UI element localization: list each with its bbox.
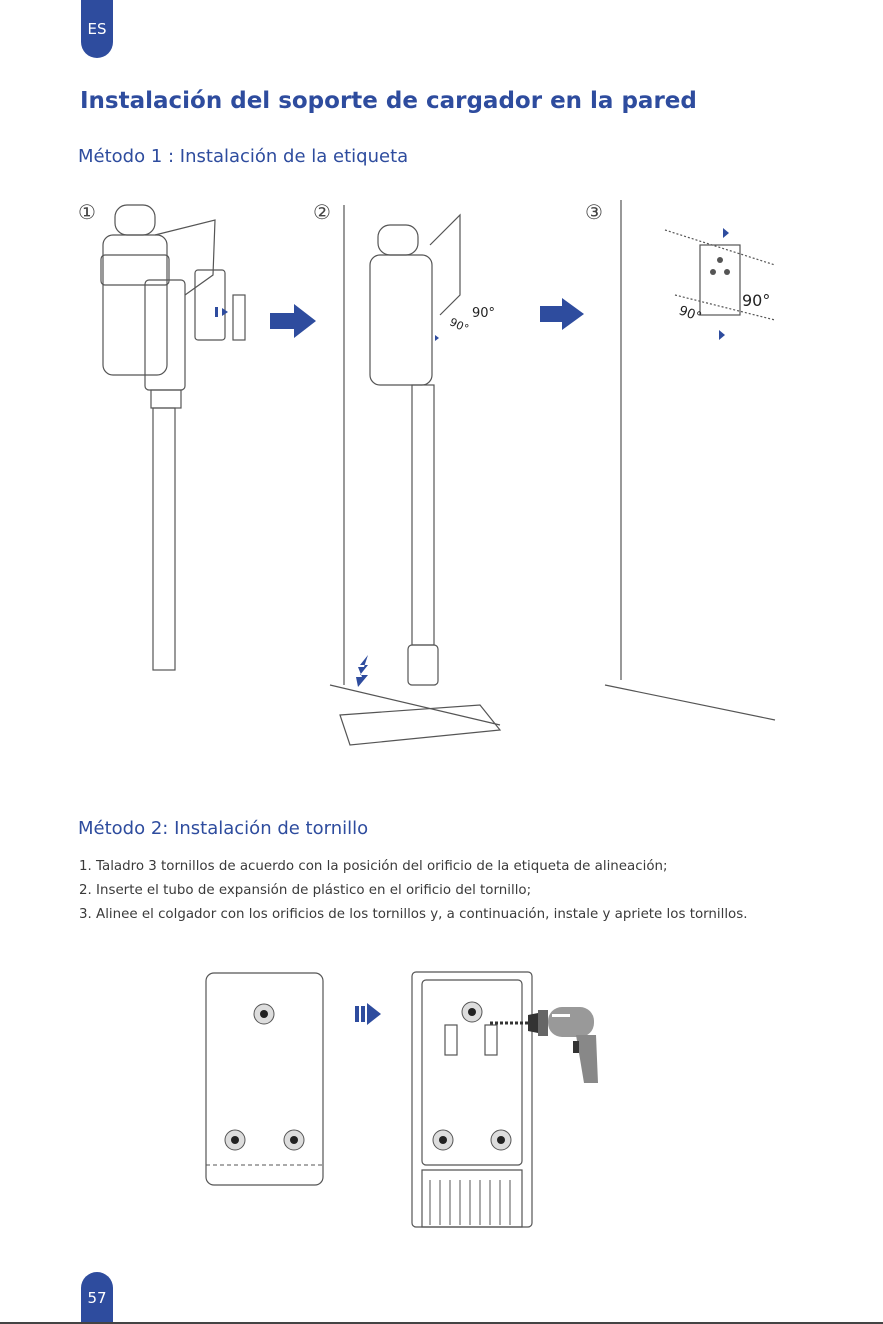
step2-vacuum-illustration: 90° 90°	[329, 205, 502, 746]
page-bottom-rule	[0, 1322, 883, 1324]
drill-icon	[490, 1007, 594, 1037]
step-3-number: ③	[585, 200, 603, 224]
drill-handle-icon	[573, 1035, 598, 1083]
instruction-item: 1. Taladro 3 tornillos de acuerdo con la…	[79, 859, 668, 874]
instruction-item: 2. Inserte el tubo de expansión de plást…	[79, 883, 532, 898]
arrow-right-icon	[270, 304, 316, 338]
step1-vacuum-illustration	[100, 204, 246, 671]
step-2-number: ②	[313, 200, 331, 224]
step3-wall-illustration: 90° 90°	[604, 200, 776, 721]
angle-label-4: 90°	[677, 303, 704, 325]
method1-heading: Método 1 : Instalación de la etiqueta	[78, 146, 409, 167]
page-number-tab: 57	[81, 1272, 113, 1324]
instruction-list: 1. Taladro 3 tornillos de acuerdo con la…	[79, 855, 748, 927]
angle-label-3: 90°	[742, 291, 770, 310]
angle-label-2: 90°	[448, 315, 471, 335]
page-title: Instalación del soporte de cargador en l…	[80, 88, 697, 114]
arrow-right-icon	[355, 1003, 381, 1025]
alignment-label-illustration	[205, 972, 324, 1186]
step-1-number: ①	[78, 200, 96, 224]
instruction-item: 3. Alinee el colgador con los orificios …	[79, 907, 748, 922]
wall-bracket-illustration	[411, 971, 533, 1228]
angle-label-1: 90°	[472, 306, 495, 321]
language-tab: ES	[81, 0, 113, 58]
arrow-right-icon	[540, 298, 584, 330]
method2-heading: Método 2: Instalación de tornillo	[78, 818, 369, 839]
